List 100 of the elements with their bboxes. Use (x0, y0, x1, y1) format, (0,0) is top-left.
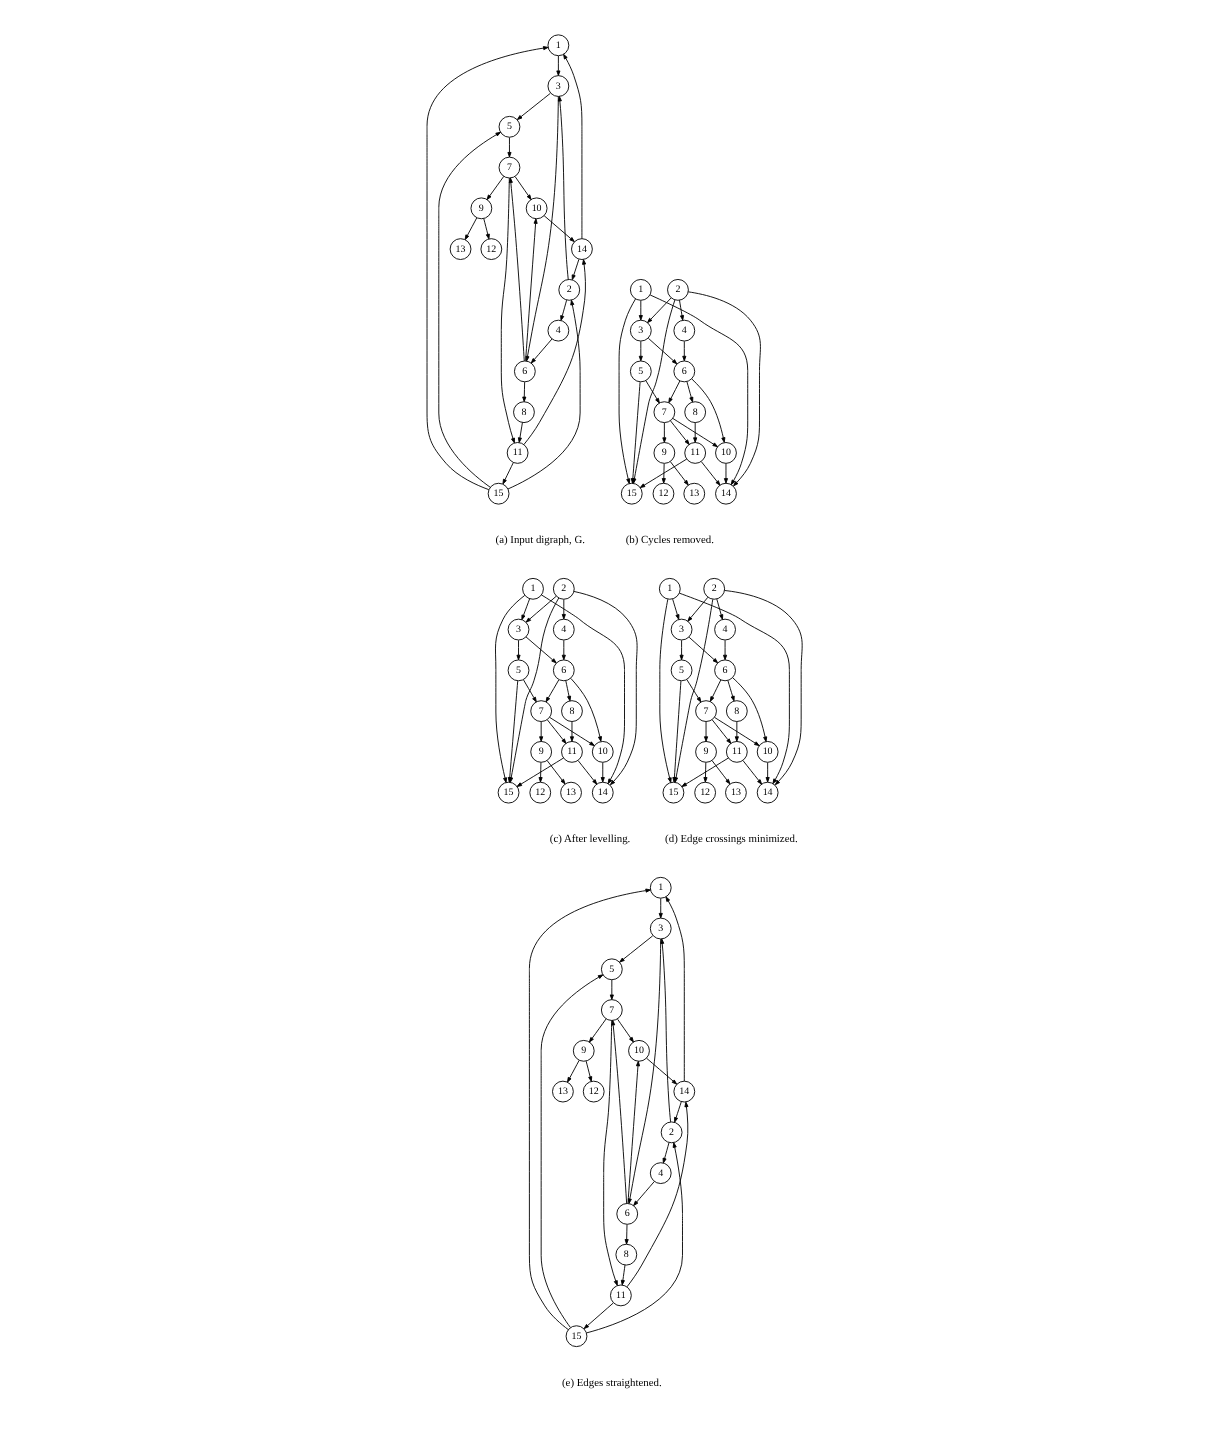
arrow (508, 177, 525, 362)
arrow (645, 380, 660, 404)
arrow (659, 598, 672, 783)
arrow (661, 463, 666, 484)
arrow (516, 639, 521, 661)
arrow (560, 299, 568, 321)
arrow (646, 1057, 678, 1085)
arrow (557, 96, 569, 280)
arrow (660, 938, 672, 1123)
arrow (734, 721, 739, 742)
arrow (522, 381, 527, 402)
arrow (627, 938, 662, 1204)
arrow (525, 96, 559, 362)
arrow (714, 716, 760, 747)
arrow (665, 896, 685, 1082)
arrow (700, 461, 721, 486)
arrow (668, 380, 681, 404)
arrow (638, 300, 643, 321)
arrow (569, 721, 574, 742)
arrow (732, 677, 768, 743)
arrow (525, 218, 538, 362)
arrow (577, 760, 598, 785)
arrow (678, 592, 790, 785)
arrow (649, 294, 749, 486)
arrow (573, 591, 638, 786)
arrow (658, 898, 663, 919)
arrow (603, 1020, 618, 1286)
arrow (682, 340, 687, 362)
arrow (502, 462, 514, 485)
arrow (546, 719, 567, 744)
arrow (723, 639, 728, 661)
arrow (530, 338, 553, 364)
arrow (724, 590, 803, 786)
arrow (723, 463, 728, 484)
arrow (545, 679, 560, 703)
arrow (662, 1142, 670, 1164)
arrow (540, 974, 604, 1328)
arrow (716, 598, 724, 620)
arrow (620, 1264, 626, 1286)
arrow (585, 1060, 593, 1082)
arrow (538, 762, 543, 783)
arrow (619, 935, 654, 963)
arrow (500, 177, 515, 444)
arrow (583, 1302, 614, 1330)
arrow (711, 719, 732, 744)
arrow (611, 1020, 628, 1204)
arrow (647, 337, 678, 365)
arrow (567, 1059, 580, 1083)
arrow (742, 760, 763, 785)
arrow (514, 176, 532, 200)
arrow (586, 1142, 683, 1334)
arrow (647, 297, 672, 324)
arrow (679, 639, 684, 661)
arrow (727, 680, 735, 702)
arrow (539, 721, 544, 742)
arrow (556, 55, 561, 76)
arrow (669, 461, 689, 486)
arrow (438, 131, 501, 488)
arrow (541, 594, 625, 785)
arrow (627, 1060, 640, 1204)
arrow (523, 679, 537, 703)
arrow (687, 291, 761, 487)
arrow (662, 422, 667, 443)
arrow (516, 92, 551, 121)
arrow (633, 1181, 655, 1206)
arrow (638, 340, 643, 362)
arrow (679, 299, 685, 321)
arrow (686, 679, 702, 703)
arrow (588, 1018, 607, 1043)
arrow (507, 299, 581, 490)
arrow (561, 639, 566, 661)
arrow (693, 422, 698, 443)
arrow (546, 760, 566, 785)
arrow (543, 215, 575, 243)
arrow (525, 636, 557, 664)
arrow (674, 1101, 682, 1123)
arrow (521, 598, 531, 621)
arrow (626, 1101, 689, 1288)
arrow (624, 1224, 629, 1245)
arrow (464, 217, 478, 241)
arrow (704, 721, 709, 742)
arrow (687, 596, 709, 622)
arrow (565, 680, 572, 702)
arrow (600, 762, 605, 783)
arrow (570, 678, 602, 742)
arrow (561, 599, 566, 620)
arrow (681, 757, 729, 787)
arrow (711, 760, 731, 785)
arrow (523, 259, 587, 445)
arrow (549, 716, 595, 747)
arrow (672, 418, 718, 448)
arrow (563, 53, 583, 240)
arrow (483, 218, 490, 240)
arrow (486, 175, 505, 200)
arrow (670, 420, 690, 445)
arrow (691, 378, 726, 443)
arrow (617, 1018, 634, 1043)
arrow (703, 762, 708, 783)
arrow (688, 636, 719, 664)
arrow (609, 979, 614, 1000)
